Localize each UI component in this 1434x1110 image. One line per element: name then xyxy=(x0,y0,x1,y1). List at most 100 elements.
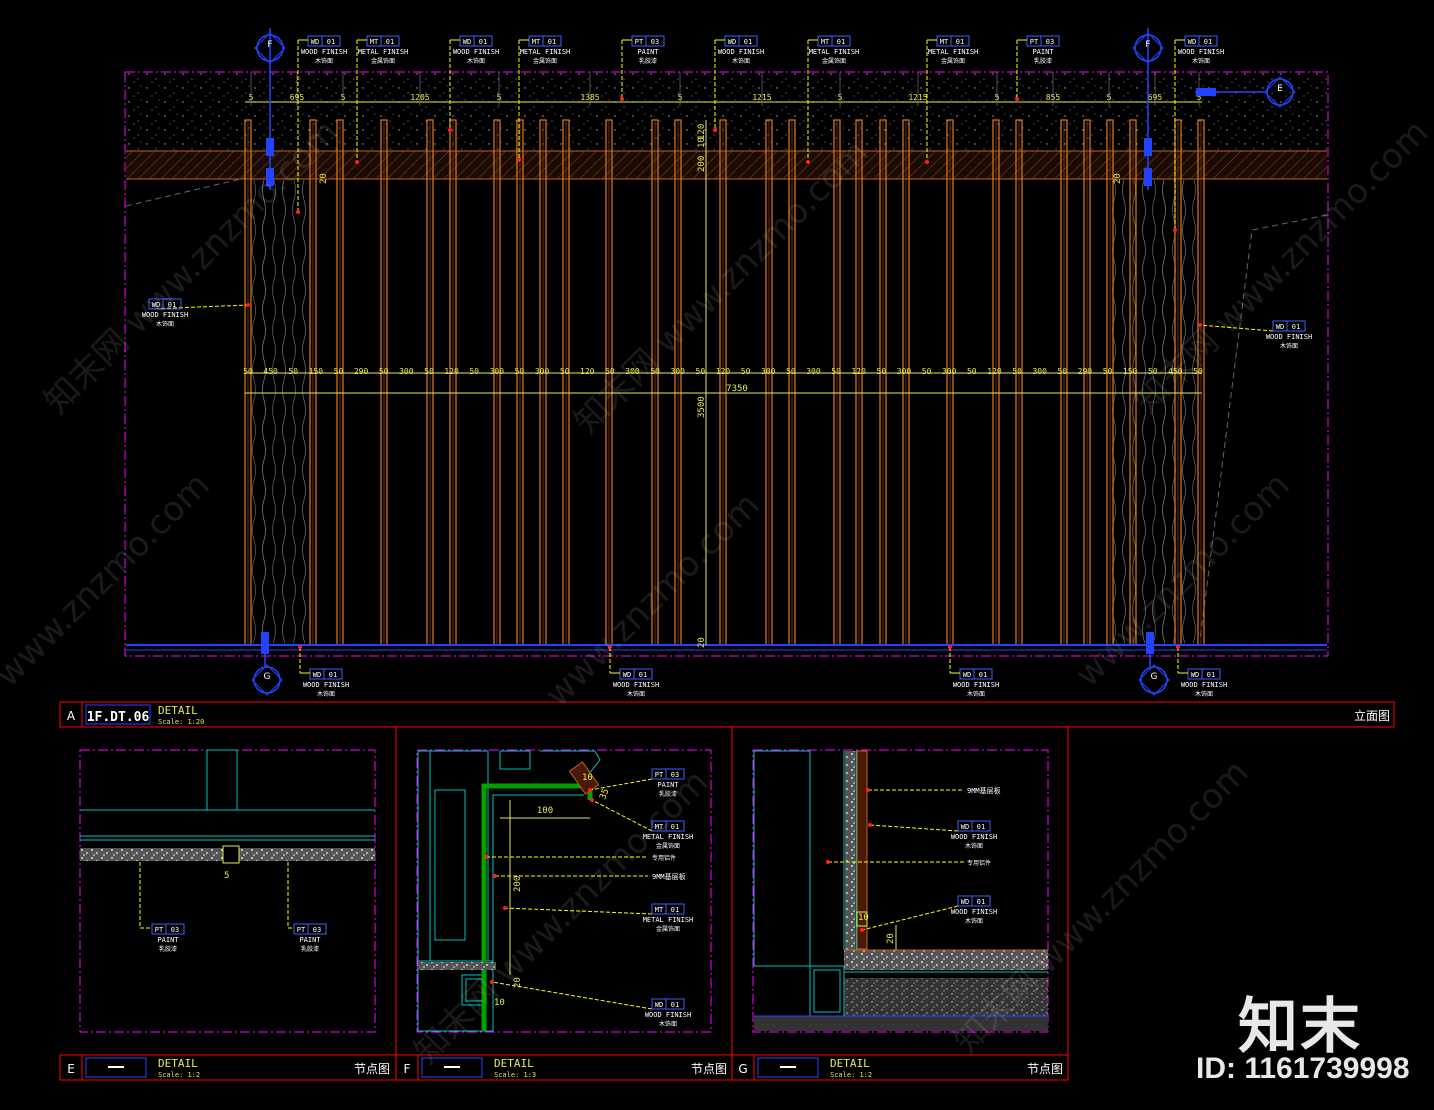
section-break-line-left xyxy=(125,177,246,207)
tag-code: WD xyxy=(463,38,471,46)
tag-code: WD xyxy=(1276,323,1284,331)
tag-cn: 金属饰面 xyxy=(656,842,680,850)
vdim-20: 20 xyxy=(697,637,707,648)
tag-number: 03 xyxy=(671,771,679,779)
detail-f-dim-10b: 10 xyxy=(494,998,505,1008)
mid-dimension-label: 120 xyxy=(987,367,1002,376)
mid-dimension-label: 450 xyxy=(263,367,278,376)
tag-number: 01 xyxy=(1292,323,1300,331)
tag-code: WD xyxy=(311,38,319,46)
wood-slats xyxy=(244,119,1205,646)
section-marker-e[interactable]: E xyxy=(1195,76,1296,108)
section-marker-g-left[interactable]: G xyxy=(251,632,283,696)
mid-dimension-label: 50 xyxy=(1193,367,1203,376)
tag-code: WD xyxy=(728,38,736,46)
tag-cn: 乳胶漆 xyxy=(159,945,177,953)
brand-logo: 知末 xyxy=(1238,992,1362,1062)
image-id: ID: 1161739998 xyxy=(1196,1052,1410,1085)
wood-panel-left xyxy=(248,180,308,643)
tag-name: WOOD FINISH xyxy=(1266,333,1312,341)
material-tag[interactable]: 专用铝件 xyxy=(484,854,676,862)
mid-dimension-label: 300 xyxy=(806,367,821,376)
mid-dimension-label: 50 xyxy=(243,367,253,376)
tag-code: PT xyxy=(635,38,644,46)
mid-dimension-label: 50 xyxy=(515,367,525,376)
tag-cn: 专用铝件 xyxy=(967,859,991,867)
tag-number: 01 xyxy=(386,38,394,46)
tag-cn: 木饰面 xyxy=(315,57,333,65)
scale-e: Scale: 1:2 xyxy=(158,1071,200,1079)
title-f: DETAIL xyxy=(494,1057,534,1070)
mid-dimension-label: 300 xyxy=(399,367,414,376)
mid-dimension-label: 50 xyxy=(288,367,298,376)
tag-code: MT xyxy=(370,38,379,46)
tag-code: MT xyxy=(821,38,830,46)
tag-cn: 木饰面 xyxy=(659,1020,677,1028)
material-tag[interactable]: 专用铝件 xyxy=(826,859,991,867)
tag-cn: 乳胶漆 xyxy=(659,790,677,798)
title-e: DETAIL xyxy=(158,1057,198,1070)
cn-title-g: 节点图 xyxy=(1027,1062,1063,1076)
tag-name: METAL FINISH xyxy=(520,48,571,56)
tag-number: 01 xyxy=(327,38,335,46)
tag-cn: 木饰面 xyxy=(1280,342,1298,350)
section-marker-f-right[interactable]: F xyxy=(1132,28,1164,190)
marker-f-left-letter: F xyxy=(267,40,272,50)
scale-f: Scale: 1:3 xyxy=(494,1071,536,1079)
tag-number: 01 xyxy=(1204,38,1212,46)
tag-cn: 木饰面 xyxy=(317,690,335,698)
mid-dimension-label: 50 xyxy=(831,367,841,376)
material-tag[interactable]: 9MM基层板 xyxy=(493,872,686,881)
tag-number: 01 xyxy=(671,906,679,914)
section-marker-g-right[interactable]: G xyxy=(1138,632,1170,696)
tag-code: WD xyxy=(1191,671,1199,679)
detail-g-dim-20: 20 xyxy=(886,933,896,944)
tag-name: METAL FINISH xyxy=(809,48,860,56)
mid-dimension-label: 50 xyxy=(741,367,751,376)
panel-letter-f: F xyxy=(404,1062,411,1076)
mid-dimension-label: 300 xyxy=(897,367,912,376)
tag-name: WOOD FINISH xyxy=(613,681,659,689)
section-marker-f-left[interactable]: F xyxy=(254,28,286,190)
tag-code: MT xyxy=(940,38,949,46)
material-tag[interactable]: 9MM基层板 xyxy=(866,786,1001,795)
detail-g-dim-10: 10 xyxy=(858,913,869,923)
tag-code: WD xyxy=(655,1001,663,1009)
tag-number: 03 xyxy=(171,926,179,934)
mid-dimension-label: 300 xyxy=(1032,367,1047,376)
tag-number: 01 xyxy=(956,38,964,46)
marker-e-letter: E xyxy=(1277,84,1283,94)
tag-code: WD xyxy=(1188,38,1196,46)
tag-code: MT xyxy=(532,38,541,46)
marker-g-left-letter: G xyxy=(264,672,271,682)
mid-dimension-label: 300 xyxy=(625,367,640,376)
panel-letter-e: E xyxy=(67,1062,75,1076)
mid-dimension-label: 300 xyxy=(671,367,686,376)
tag-number: 01 xyxy=(671,823,679,831)
